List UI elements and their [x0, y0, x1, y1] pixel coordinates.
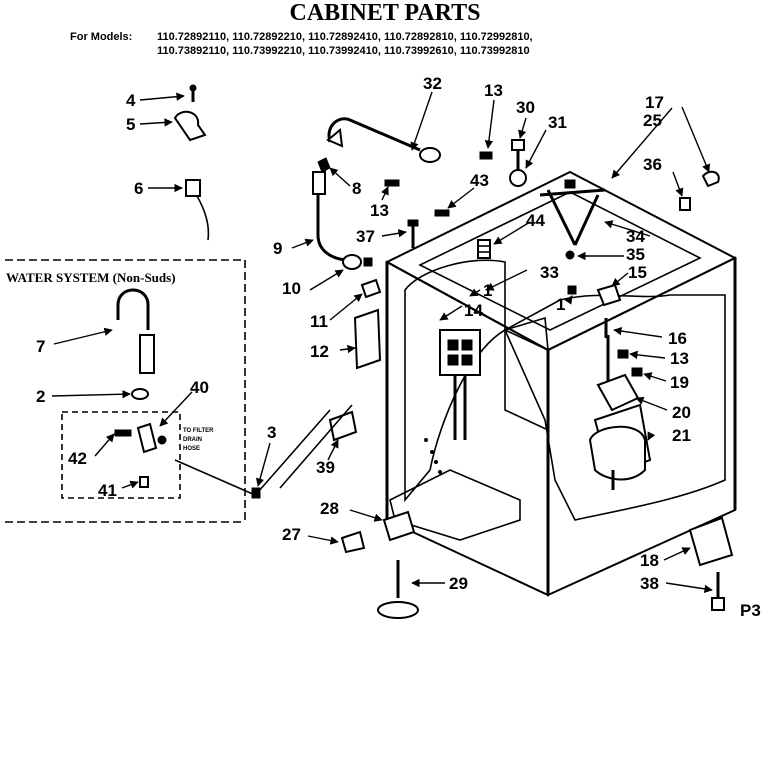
callout-8: 8: [352, 179, 361, 198]
part-44-grommet: [477, 239, 491, 259]
callout-4: 4: [126, 91, 136, 110]
callout-10: 10: [282, 279, 301, 298]
callout-40: 40: [190, 378, 209, 397]
part-33-clip: [567, 285, 577, 295]
spider: [539, 179, 606, 246]
cabinet: [384, 170, 738, 597]
callout-42: 42: [68, 449, 87, 468]
callout-7: 7: [36, 337, 45, 356]
part-12-panel: [353, 308, 382, 370]
callout-30: 30: [516, 98, 535, 117]
callout-37: 37: [356, 227, 375, 246]
part-39-bracket: [257, 404, 358, 493]
motor-bracket: [588, 335, 652, 490]
part-29-leveling-leg: [377, 560, 419, 619]
part-30-31-fittings: [509, 139, 527, 187]
part-11-clip: [360, 278, 382, 299]
callout-16: 16: [668, 329, 687, 348]
inset-note-line-3: HOSE: [183, 446, 200, 452]
callout-21: 21: [672, 426, 691, 445]
callout-25: 25: [643, 111, 662, 130]
models-label: For Models:: [70, 31, 132, 43]
part-43-screw: [434, 209, 450, 217]
callout-36: 36: [643, 155, 662, 174]
callout-5: 5: [126, 115, 135, 134]
part-13-screw-c: [617, 349, 629, 359]
callout-29: 29: [449, 574, 468, 593]
part-36-bumper: [679, 197, 691, 211]
callout-28: 28: [320, 499, 339, 518]
leader-lines: [51, 91, 713, 594]
part-37-bolt: [407, 219, 419, 248]
part-28-clip: [382, 510, 416, 542]
models-line-2: 110.73892110, 110.73992210, 110.73992410…: [157, 45, 530, 57]
callout-31: 31: [548, 113, 567, 132]
part-13-screw-b: [384, 179, 400, 187]
part-19-screw: [631, 367, 643, 377]
callout-34: 34: [626, 227, 645, 246]
callout-27: 27: [282, 525, 301, 544]
callout-15: 15: [628, 263, 647, 282]
inset-title: WATER SYSTEM (Non-Suds): [6, 270, 176, 285]
callout-12: 12: [310, 342, 329, 361]
callout-39: 39: [316, 458, 335, 477]
part-17-clip: [701, 170, 720, 188]
callout-17: 17: [645, 93, 664, 112]
part-8-nut: [317, 157, 331, 173]
callout-41: 41: [98, 481, 117, 500]
callouts: 4 5 6 32 13 30 31 17 25 8 13 43 36 37 44…: [36, 74, 691, 593]
part-10-clamp: [342, 254, 373, 270]
callout-14: 14: [464, 301, 483, 320]
water-system-inset: WATER SYSTEM (Non-Suds) TO FILTER DRAIN …: [5, 259, 261, 523]
callout-18: 18: [640, 551, 659, 570]
part-9-hose: [312, 171, 346, 262]
callout-33: 33: [540, 263, 559, 282]
callout-11: 11: [310, 312, 328, 331]
callout-20: 20: [672, 403, 691, 422]
page-code: P3: [740, 601, 761, 620]
callout-38: 38: [640, 574, 659, 593]
callout-1b: 1: [556, 295, 565, 314]
callout-19: 19: [670, 373, 689, 392]
callout-6: 6: [134, 179, 143, 198]
part-6-hose: [185, 179, 210, 241]
callout-35: 35: [626, 245, 645, 264]
callout-13c: 13: [670, 349, 689, 368]
switch-block: [439, 329, 481, 440]
callout-1a: 1: [483, 281, 492, 300]
callout-13a: 13: [484, 81, 503, 100]
callout-43: 43: [470, 171, 489, 190]
part-27-clip: [340, 530, 366, 554]
diagram-title: CABINET PARTS: [290, 0, 481, 26]
part-35-washer: [565, 250, 575, 260]
callout-3: 3: [267, 423, 276, 442]
callout-13b: 13: [370, 201, 389, 220]
part-18-plate: [688, 516, 734, 567]
callout-44: 44: [526, 211, 545, 230]
inset-note-line-1: TO FILTER: [183, 428, 214, 434]
callout-2: 2: [36, 387, 45, 406]
part-4-screw: [189, 84, 197, 102]
part-5-clamp: [173, 110, 207, 142]
part-32-cord: [326, 117, 441, 163]
callout-32: 32: [423, 74, 442, 93]
inset-note-line-2: DRAIN: [183, 437, 202, 443]
models-line-1: 110.72892110, 110.72892210, 110.72892410…: [157, 31, 533, 43]
callout-9: 9: [273, 239, 282, 258]
part-15-cap: [596, 283, 622, 307]
part-13-screw-a: [479, 151, 493, 160]
part-38-leg: [711, 572, 725, 611]
